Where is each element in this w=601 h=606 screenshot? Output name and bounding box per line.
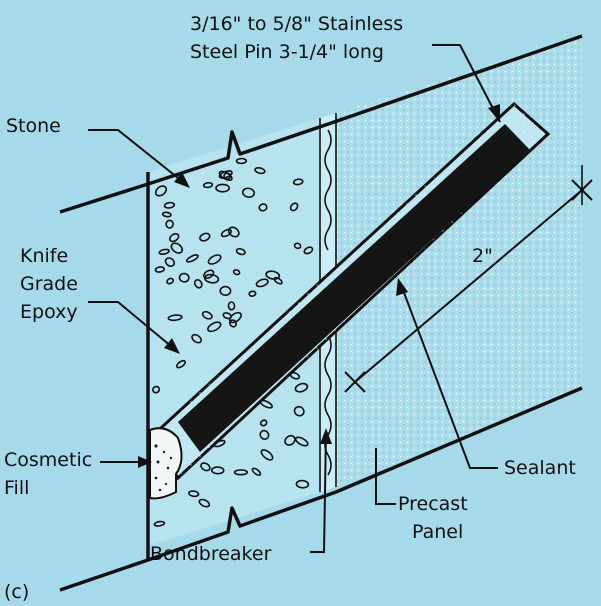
stone-aggregate-oval [251, 467, 262, 477]
stone-aggregate-oval [235, 247, 246, 256]
stone-aggregate-oval [167, 314, 183, 322]
stone-aggregate-oval [163, 201, 176, 209]
stone-aggregate-oval [273, 276, 283, 285]
stone-aggregate-oval [207, 254, 222, 265]
stone-aggregate-oval [169, 232, 180, 243]
figure-tag: (c) [4, 581, 29, 603]
bondbreaker-wave [324, 129, 332, 476]
epoxy-leader-arrow [164, 338, 180, 354]
precast-label-line1: Precast [398, 493, 468, 515]
stone-aggregate-oval [200, 462, 211, 472]
stone-aggregate-oval [207, 321, 222, 333]
stone-aggregate-oval [178, 272, 190, 283]
cosmetic-fill [149, 427, 183, 500]
stone-aggregate-oval [293, 405, 305, 417]
stone-aggregate-oval [294, 436, 309, 447]
stone-aggregate-oval [191, 333, 202, 344]
epoxy-leader [88, 301, 179, 353]
precast-label-line2: Panel [412, 521, 463, 543]
dimension-label: 2" [472, 245, 493, 267]
pin-label-line2: Steel Pin 3-1/4" long [190, 41, 384, 63]
cosmetic-label-line1: Cosmetic [4, 449, 92, 471]
stone-aggregate-oval [185, 254, 199, 263]
bondbreaker-label: Bondbreaker [150, 543, 272, 565]
stone-aggregate-oval [158, 248, 170, 255]
stone-aggregate-oval [295, 479, 310, 489]
stone-aggregate-oval [165, 219, 174, 229]
stone-aggregate-oval [259, 429, 270, 440]
stone-aggregate-oval [260, 449, 274, 461]
stone-aggregate-oval [188, 490, 200, 498]
stone-label: Stone [6, 115, 61, 137]
stone-aggregate-oval [215, 183, 230, 193]
cosmetic-leader-arrow [138, 456, 152, 468]
stone-aggregate-oval [166, 277, 175, 285]
stone-aggregate [152, 157, 314, 527]
stone-aggregate-oval [175, 359, 187, 369]
stone-aggregate-oval [199, 232, 211, 242]
stone-aggregate-oval [170, 242, 184, 254]
stone-aggregate-oval [255, 278, 269, 288]
sealant-leader [399, 281, 498, 469]
stone-aggregate-oval [284, 434, 296, 446]
stone-aggregate-oval [152, 385, 161, 394]
stone-aggregate-oval [218, 170, 233, 179]
cosmetic-label-line2: Fill [4, 477, 29, 499]
bondbreaker-leader [310, 431, 327, 553]
pin-label-line1: 3/16" to 5/8" Stainless [190, 13, 403, 35]
stone-leader [88, 129, 189, 187]
stone-aggregate-oval [235, 157, 248, 165]
stone-aggregate-oval [241, 187, 256, 198]
stone-aggregate-oval [154, 266, 165, 273]
stone-aggregate-oval [153, 520, 166, 527]
stone-aggregate-oval [198, 498, 211, 508]
cosmetic-fill-speckle [154, 444, 173, 492]
stone-aggregate-oval [229, 319, 237, 328]
stone-leader-arrow [174, 172, 190, 188]
stone-aggregate-oval [210, 466, 225, 475]
stone-aggregate-oval [154, 185, 168, 197]
stone-aggregate-oval [258, 203, 268, 212]
dimension-tick-bottom [344, 371, 366, 393]
stone-aggregate-oval [161, 211, 172, 218]
epoxy-label-line2: Grade [20, 273, 78, 295]
dimension-line [354, 189, 583, 383]
stone-aggregate-oval [219, 285, 232, 297]
stone-aggregate-oval [233, 469, 249, 476]
stone-aggregate-oval [203, 273, 220, 284]
stone-aggregate-oval [265, 270, 281, 280]
stone-aggregate-oval [294, 382, 309, 393]
stone-aggregate-oval [254, 167, 266, 175]
stone-aggregate-oval [193, 279, 203, 289]
stone-aggregate-oval [227, 226, 240, 238]
epoxy-label-line1: Knife [20, 245, 68, 267]
epoxy-label-line3: Epoxy [20, 301, 78, 323]
stone-aggregate-oval [259, 419, 268, 427]
pin-leader-arrow [488, 104, 500, 122]
stone-aggregate-oval [303, 246, 314, 255]
pin-leader [432, 44, 501, 123]
stone-aggregate-oval [289, 202, 299, 212]
sealant-leader-arrow [396, 278, 408, 296]
precast-leader [375, 448, 396, 505]
stone-aggregate-oval [202, 181, 214, 189]
stone-aggregate-oval [220, 228, 232, 238]
stainless-steel-pin [178, 124, 530, 452]
stone-aggregate-oval [292, 178, 304, 186]
stone-aggregate-oval [164, 257, 176, 267]
stone-aggregate-oval [201, 310, 213, 320]
bondbreaker-leader-arrow [320, 428, 332, 444]
sealant-label: Sealant [504, 457, 576, 479]
stone-aggregate-oval [248, 290, 257, 297]
stone-aggregate-oval [232, 269, 241, 276]
stone-aggregate-oval [227, 301, 236, 311]
stone-aggregate-oval [293, 242, 302, 250]
